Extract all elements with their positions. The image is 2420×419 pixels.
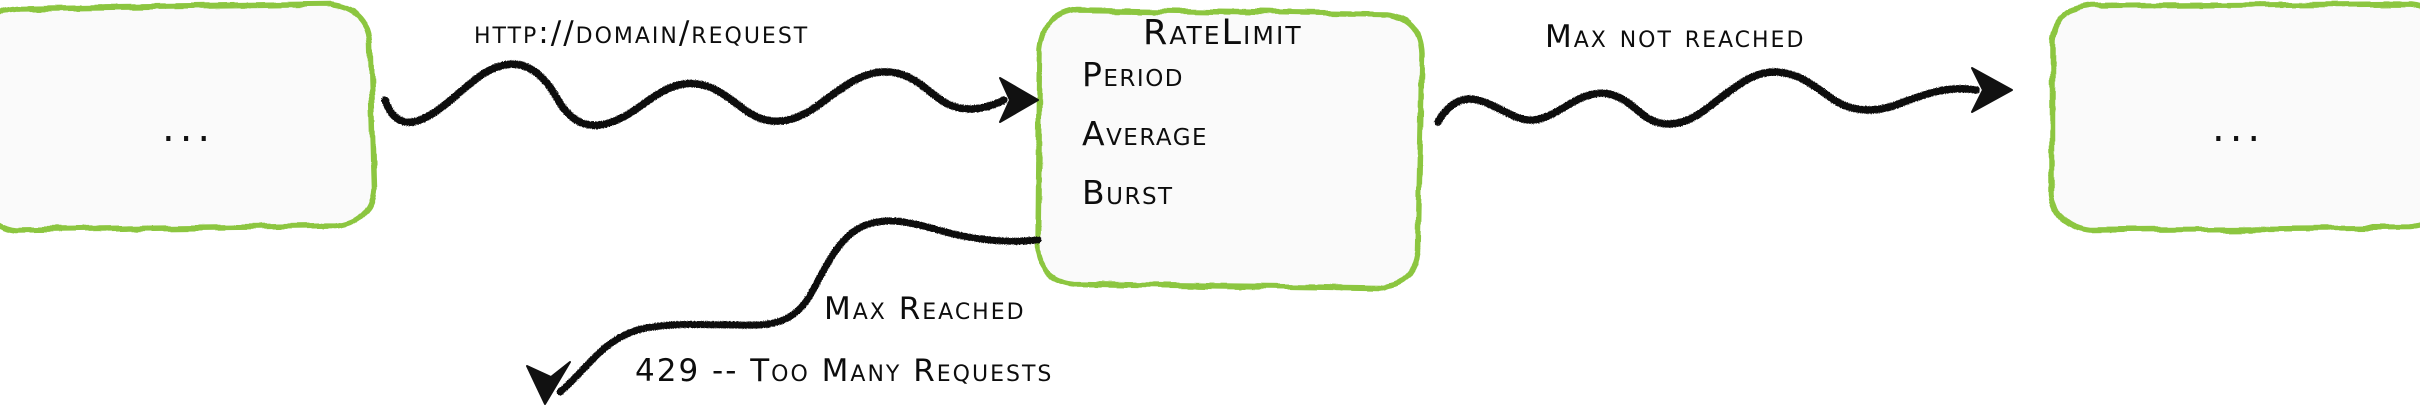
edge-request-label: http://domain/request [474, 15, 810, 51]
edge-request [381, 60, 1039, 129]
edge-request-line [381, 60, 1008, 129]
node-ratelimit-shape [1035, 7, 1425, 291]
edge-allowed-arrowhead [1971, 67, 2013, 113]
node-ratelimit-field-burst: Burst [1082, 173, 1174, 212]
edge-allowed [1434, 67, 2013, 128]
node-upstream[interactable] [0, 1, 377, 233]
node-downstream-shape [2049, 1, 2420, 233]
edge-rejected-label: Max Reached [824, 291, 1026, 327]
node-upstream-label: ... [162, 105, 216, 151]
edge-request-arrowhead [999, 77, 1039, 123]
node-downstream[interactable] [2049, 1, 2420, 233]
node-ratelimit-field-average: Average [1082, 114, 1209, 153]
node-ratelimit-field-period: Period [1082, 55, 1185, 94]
node-upstream-shape [0, 1, 377, 233]
node-ratelimit[interactable] [1035, 7, 1425, 291]
node-ratelimit-title: RateLimit [1143, 13, 1303, 53]
edge-rejected [526, 217, 1042, 405]
edge-allowed-line [1434, 68, 1980, 128]
edge-rejected-sublabel: 429 -- Too Many Requests [635, 353, 1054, 389]
edge-rejected-line [556, 217, 1042, 396]
edge-rejected-arrowhead [526, 361, 571, 405]
node-downstream-label: ... [2212, 105, 2266, 151]
edge-allowed-label: Max not reached [1545, 19, 1806, 55]
